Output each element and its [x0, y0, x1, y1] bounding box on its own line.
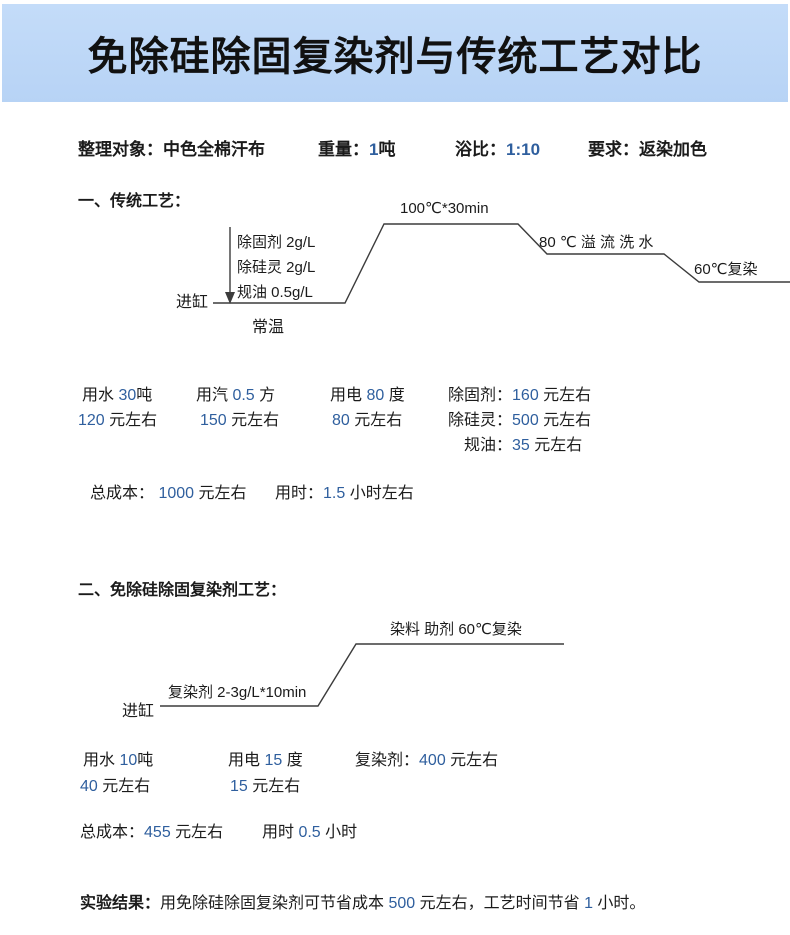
info-requirement-label: 要求： — [588, 140, 639, 159]
info-ratio-label: 浴比： — [455, 140, 506, 159]
info-object-value: 中色全棉汗布 — [163, 140, 265, 159]
dosing-arrow-head-icon — [225, 292, 235, 304]
cost2-agent-price: 复染剂：400 元左右 — [355, 752, 499, 769]
info-weight: 重量：1吨 — [318, 135, 395, 160]
diagram1-redye-label: 60℃复染 — [694, 261, 758, 278]
cost1-power-price: 80 元左右 — [332, 412, 403, 429]
cost1-water-usage: 用水 30吨 — [82, 387, 153, 404]
diagram1-chemical-2: 除硅灵 2g/L — [237, 259, 316, 276]
cost2-water-usage: 用水 10吨 — [83, 752, 154, 769]
cost2-total: 总成本：455 元左右 — [80, 824, 224, 841]
diagram1-peak-label: 100℃*30min — [400, 200, 489, 217]
info-ratio-value: 1:10 — [506, 140, 541, 159]
page-title: 免除硅除固复染剂与传统工艺对比 — [87, 35, 703, 79]
diagram1-basetemp-label: 常温 — [252, 319, 285, 336]
diagram2-agent-label: 复染剂 2-3g/L*10min — [168, 684, 307, 701]
cost2-power-price: 15 元左右 — [230, 778, 301, 795]
cost1-time: 用时：1.5 小时左右 — [275, 485, 414, 502]
cost1-chem2-price: 除硅灵：500 元左右 — [448, 412, 592, 429]
cost1-water-price: 120 元左右 — [78, 412, 158, 429]
info-weight-value: 1吨 — [369, 140, 396, 159]
info-requirement-value: 返染加色 — [639, 140, 707, 159]
info-weight-label: 重量： — [318, 140, 369, 159]
section1-heading: 一、传统工艺： — [78, 193, 191, 210]
experiment-result-label: 实验结果： — [80, 895, 161, 912]
info-object: 整理对象：中色全棉汗布 — [78, 135, 265, 160]
section2-heading: 二、免除硅除固复染剂工艺： — [78, 582, 287, 599]
experiment-result: 实验结果：用免除硅除固复染剂可节省成本 500 元左右，工艺时间节省 1 小时。 — [80, 889, 645, 913]
cost1-steam-usage: 用汽 0.5 方 — [196, 387, 276, 404]
info-object-label: 整理对象： — [78, 140, 163, 159]
diagram2-peak-label: 染料 助剂 60℃复染 — [390, 621, 522, 638]
cost2-water-price: 40 元左右 — [80, 778, 151, 795]
info-ratio: 浴比：1:10 — [455, 135, 540, 160]
cost2-power-usage: 用电 15 度 — [228, 752, 303, 769]
header-banner: 免除硅除固复染剂与传统工艺对比 — [2, 4, 788, 102]
diagram1-chemical-1: 除固剂 2g/L — [237, 234, 316, 251]
cost1-steam-price: 150 元左右 — [200, 412, 280, 429]
cost1-chem1-price: 除固剂：160 元左右 — [448, 387, 592, 404]
cost1-power-usage: 用电 80 度 — [330, 387, 405, 404]
cost1-total: 总成本： 1000 元左右 — [90, 485, 247, 502]
cost1-chem3-price: 规油：35 元左右 — [464, 437, 583, 454]
cost2-time: 用时 0.5 小时 — [262, 824, 358, 841]
info-requirement: 要求：返染加色 — [588, 135, 707, 160]
experiment-result-text: 用免除硅除固复染剂可节省成本 500 元左右，工艺时间节省 1 小时。 — [160, 895, 646, 912]
diagram1-wash-label: 80 ℃ 溢 流 洗 水 — [539, 234, 654, 251]
diagram2-start-label: 进缸 — [122, 703, 155, 720]
diagram1-start-label: 进缸 — [176, 294, 209, 311]
diagram1-chemical-3: 规油 0.5g/L — [237, 284, 313, 301]
